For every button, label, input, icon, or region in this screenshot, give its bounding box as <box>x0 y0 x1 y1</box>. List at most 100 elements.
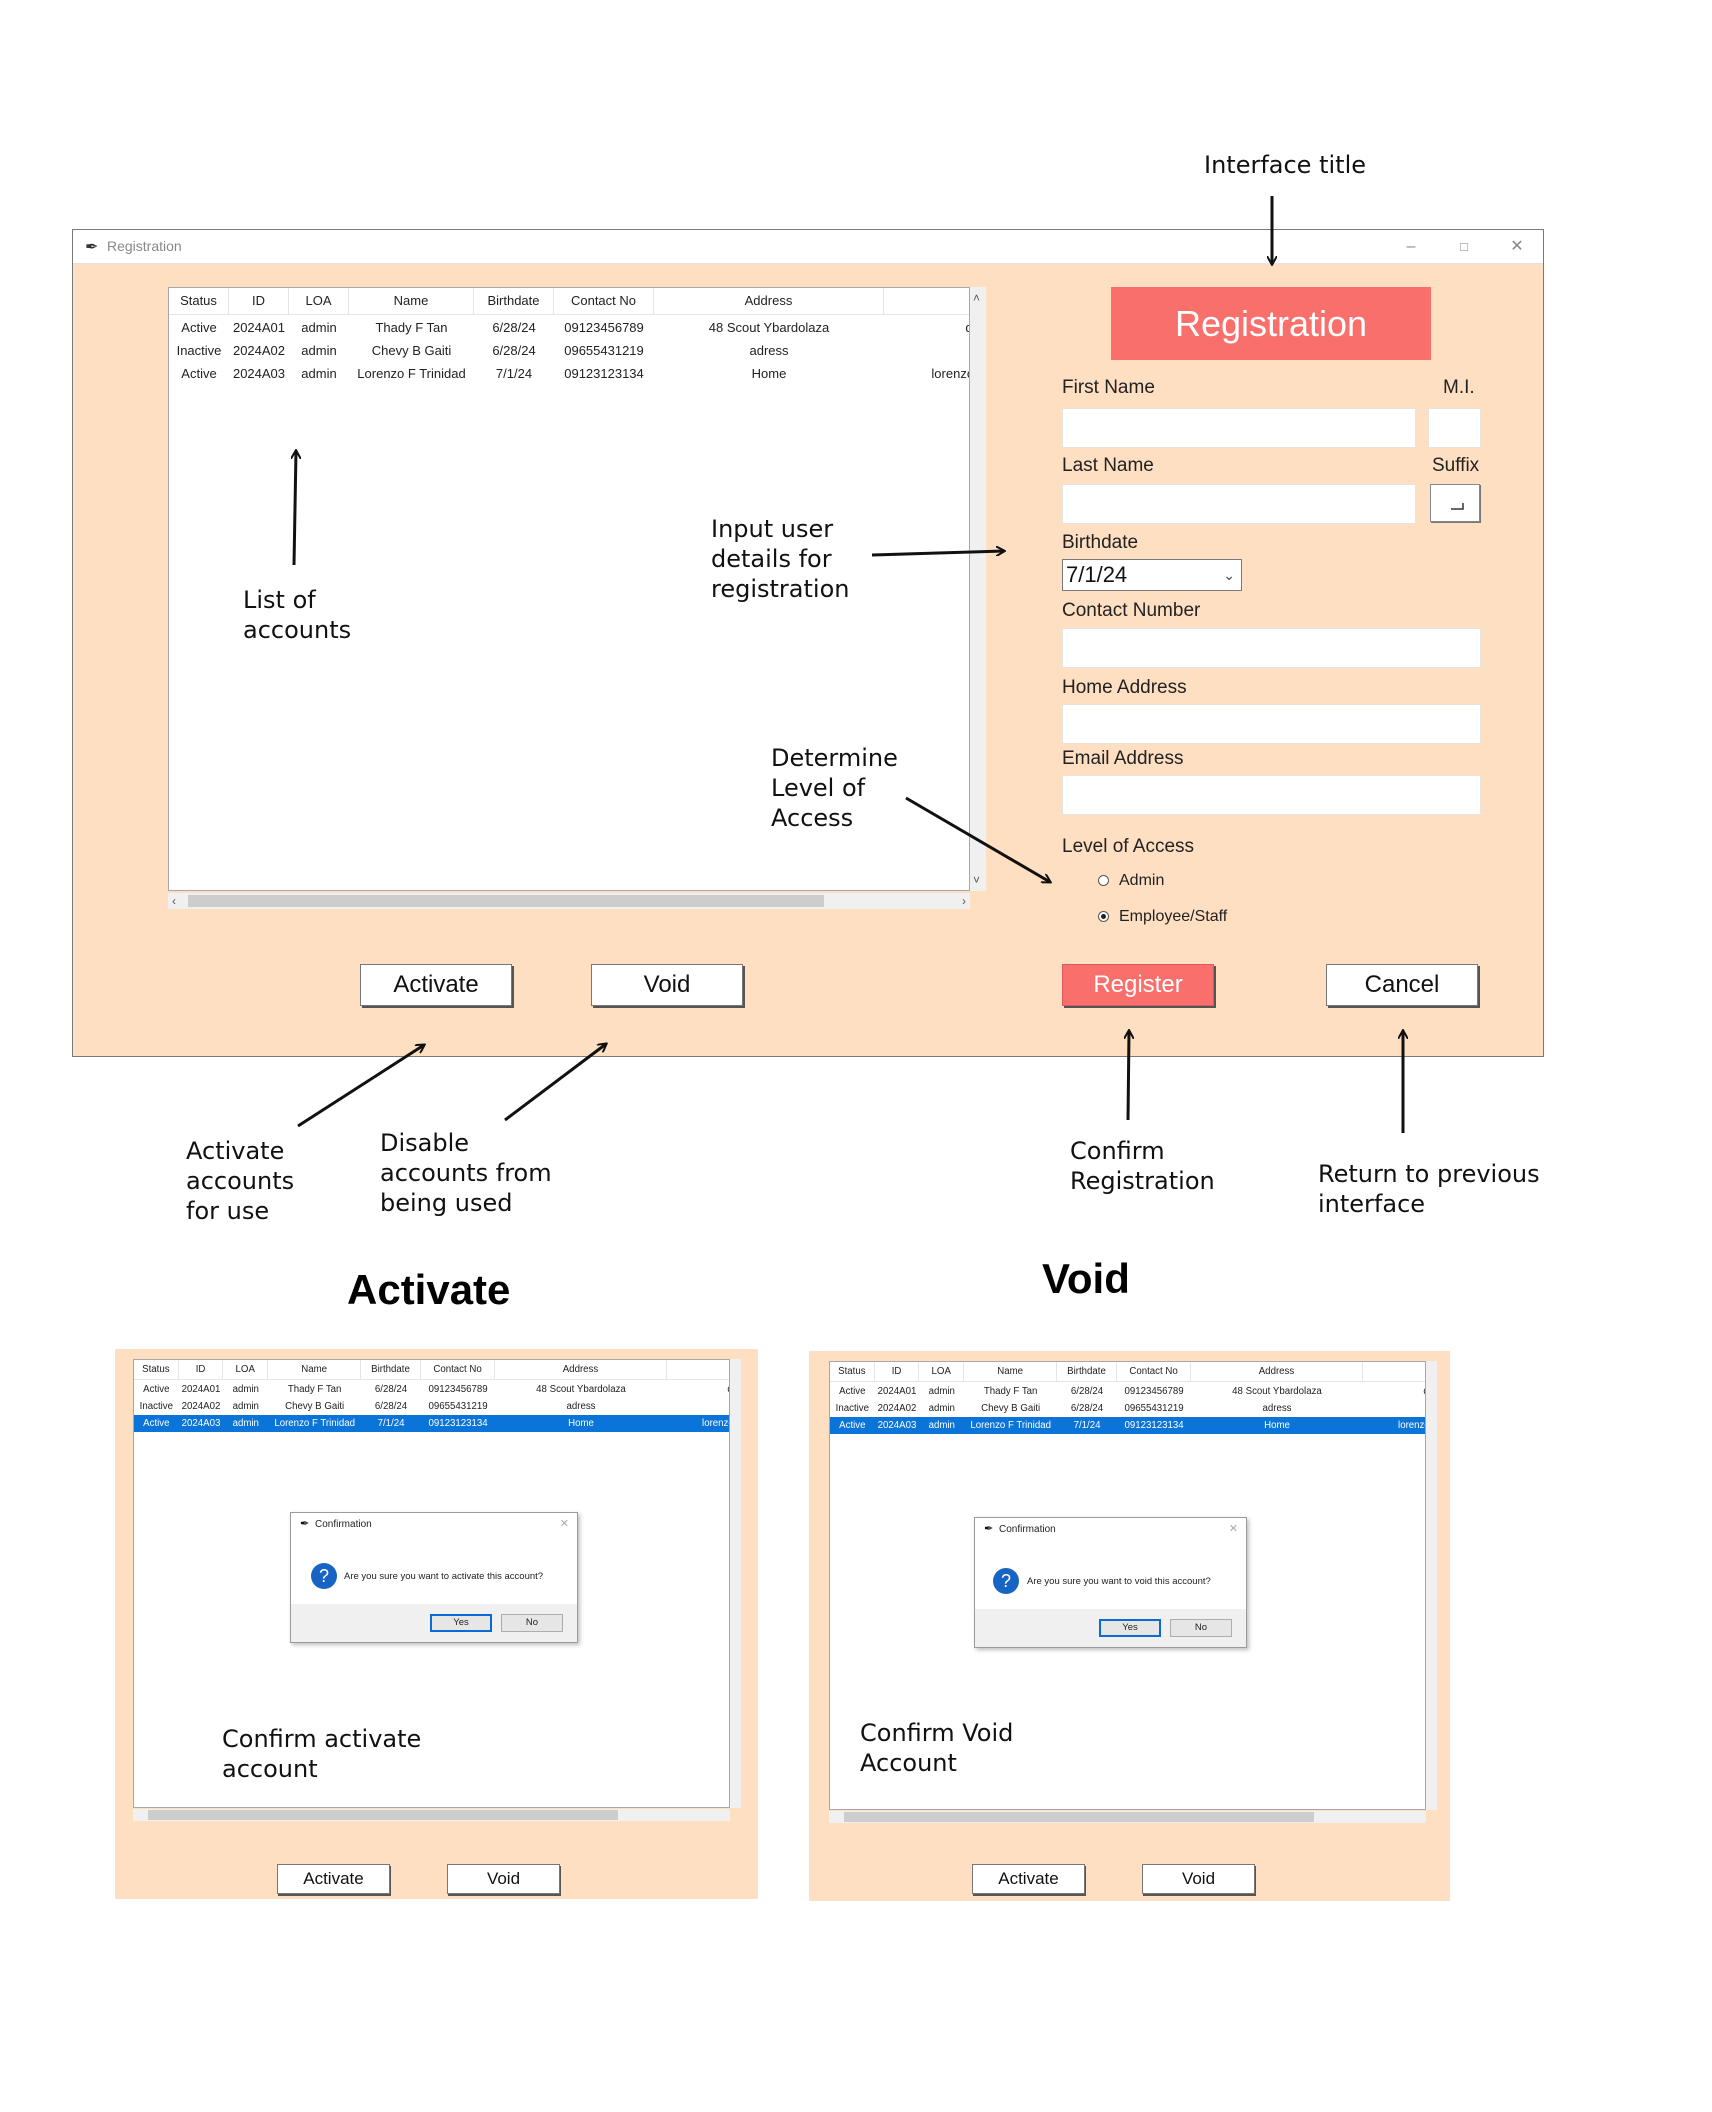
column-header[interactable]: Contact No <box>554 288 654 314</box>
contact-label: Contact Number <box>1062 600 1201 621</box>
void-panel-void-button[interactable]: Void <box>1142 1864 1255 1894</box>
dialog-footer: Yes No <box>291 1604 577 1642</box>
dialog-no-button[interactable]: No <box>501 1614 563 1632</box>
void-vertical-scrollbar[interactable] <box>1426 1361 1437 1810</box>
radio-admin[interactable]: Admin <box>1098 872 1164 890</box>
activate-panel-activate-button[interactable]: Activate <box>277 1864 390 1894</box>
table-cell-status: Active <box>143 1418 170 1430</box>
register-button[interactable]: Register <box>1062 964 1214 1006</box>
table-cell-address: adress <box>1262 1402 1292 1414</box>
close-icon[interactable]: ✕ <box>1510 238 1524 255</box>
void-horizontal-scrollbar[interactable] <box>829 1811 1426 1823</box>
column-header[interactable]: Name <box>964 1362 1058 1382</box>
dialog-title: Confirmation <box>315 1519 372 1530</box>
table-cell-contact: 09655431219 <box>564 343 644 358</box>
column-header[interactable]: Status <box>134 1360 179 1380</box>
scroll-left-icon[interactable]: ‹ <box>172 894 176 908</box>
column-header[interactable]: Status <box>169 288 229 314</box>
mi-input[interactable] <box>1428 408 1481 448</box>
activate-scroll-thumb[interactable] <box>148 1810 618 1820</box>
dialog-close-icon[interactable]: ✕ <box>1228 1523 1238 1535</box>
activate-panel-void-button[interactable]: Void <box>447 1864 560 1894</box>
title-bar[interactable]: ✒ Registration – □ ✕ <box>73 230 1543 264</box>
column-header[interactable]: Birthdate <box>1057 1362 1117 1382</box>
column-header[interactable]: Address <box>654 288 884 314</box>
last-name-input[interactable] <box>1062 484 1416 524</box>
home-address-input[interactable] <box>1062 704 1481 744</box>
dialog-no-button[interactable]: No <box>1170 1619 1232 1637</box>
table-cell-id: 2024A01 <box>181 1383 221 1395</box>
column-header[interactable]: Address <box>495 1360 667 1380</box>
contact-input[interactable] <box>1062 628 1481 668</box>
activate-button[interactable]: Activate <box>360 964 512 1006</box>
table-cell-contact: 09123123134 <box>1124 1420 1184 1432</box>
minimize-icon[interactable]: – <box>1406 238 1416 255</box>
activate-vertical-scrollbar[interactable] <box>730 1359 741 1808</box>
cancel-button[interactable]: Cancel <box>1326 964 1478 1006</box>
table-cell-address: adress <box>749 343 789 358</box>
column-header[interactable]: Birthdate <box>474 288 554 314</box>
scroll-down-icon[interactable]: ˅ <box>973 873 981 887</box>
mi-label: M.I. <box>1443 377 1475 398</box>
activate-confirmation-dialog: ✕ ✒ Confirmation ? Are you sure you want… <box>290 1512 578 1643</box>
column-header[interactable]: Status <box>830 1362 875 1382</box>
table-cell-name: Lorenzo F Trinidad <box>274 1418 355 1430</box>
table-horizontal-scrollbar[interactable]: ‹ › <box>168 893 970 909</box>
table-cell-contact: 09655431219 <box>428 1400 488 1412</box>
column-header[interactable]: Contact No <box>1117 1362 1192 1382</box>
scroll-right-icon[interactable]: › <box>962 894 966 908</box>
email-input[interactable] <box>1062 775 1481 815</box>
scroll-thumb[interactable] <box>188 895 824 907</box>
void-button[interactable]: Void <box>591 964 743 1006</box>
column-header[interactable]: LOA <box>223 1360 269 1380</box>
dialog-yes-button[interactable]: Yes <box>1099 1619 1161 1637</box>
dialog-yes-button[interactable]: Yes <box>430 1614 492 1632</box>
column-header[interactable]: ID <box>179 1360 224 1380</box>
table-cell-contact: 09123456789 <box>564 320 644 335</box>
column-header[interactable]: ID <box>875 1362 920 1382</box>
column-header[interactable]: Contact No <box>421 1360 496 1380</box>
radio-employee[interactable]: Employee/Staff <box>1098 908 1227 926</box>
column-header[interactable]: Name <box>349 288 474 314</box>
column-header[interactable]: Name <box>268 1360 362 1380</box>
first-name-input[interactable] <box>1062 408 1416 448</box>
column-header[interactable]: Birthdate <box>361 1360 421 1380</box>
void-scroll-thumb[interactable] <box>844 1812 1314 1822</box>
table-cell-contact: 09123123134 <box>428 1418 488 1430</box>
table-cell-id: 2024A02 <box>877 1402 917 1414</box>
birthdate-label: Birthdate <box>1062 532 1139 553</box>
column-header[interactable]: ID <box>229 288 289 314</box>
table-cell-name: Chevy B Gaiti <box>371 343 452 358</box>
void-panel-activate-button[interactable]: Activate <box>972 1864 1085 1894</box>
loa-label: Level of Access <box>1062 836 1195 857</box>
table-vertical-scrollbar[interactable]: ˄ ˅ <box>970 287 986 891</box>
column-header[interactable]: LOA <box>919 1362 965 1382</box>
first-name-label: First Name <box>1062 377 1155 398</box>
birthdate-picker[interactable]: 7/1/24 ⌄ <box>1062 559 1242 591</box>
home-address-label: Home Address <box>1062 677 1187 698</box>
maximize-icon[interactable]: □ <box>1460 239 1468 254</box>
arrow-determine-loa <box>905 796 1050 882</box>
annotation-list-accounts: List of accounts <box>243 586 352 644</box>
table-cell-name: Lorenzo F Trinidad <box>357 366 466 381</box>
dialog-close-icon[interactable]: ✕ <box>559 1518 569 1530</box>
column-header[interactable]: Address <box>1191 1362 1363 1382</box>
activate-horizontal-scrollbar[interactable] <box>133 1809 730 1821</box>
birthdate-value: 7/1/24 <box>1066 562 1128 587</box>
scroll-up-icon[interactable]: ˄ <box>973 291 981 305</box>
table-cell-extra: cj: <box>667 1398 729 1415</box>
table-cell-status: Inactive <box>176 343 222 358</box>
column-header[interactable]: LOA <box>289 288 349 314</box>
annotation-disable: Disable accounts from being used <box>380 1129 552 1217</box>
suffix-dropdown[interactable] <box>1430 484 1480 522</box>
